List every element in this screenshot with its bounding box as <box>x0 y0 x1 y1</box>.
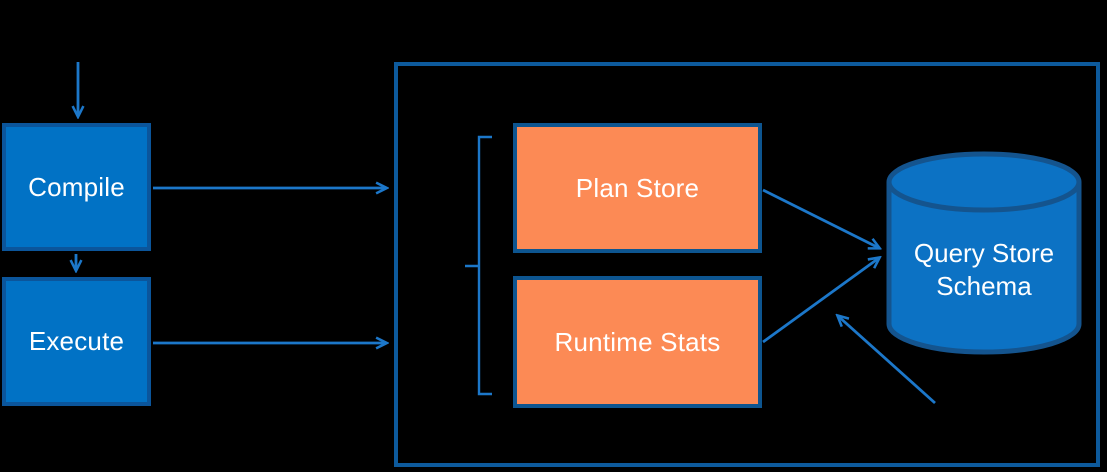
execute-label: Execute <box>28 326 125 356</box>
compile-label: Compile <box>28 171 125 202</box>
plan-store-label: Plan Store <box>575 172 700 203</box>
runtime-stats-label: Runtime Stats <box>554 326 721 357</box>
query-store-container-box <box>394 62 1100 467</box>
runtime-stats-box: Runtime Stats <box>513 276 762 408</box>
plan-store-box: Plan Store <box>513 123 762 253</box>
query-store-schema-label: Query Store Schema <box>913 238 1055 301</box>
compile-box: Compile <box>2 123 151 251</box>
execute-box: Execute <box>2 277 151 406</box>
